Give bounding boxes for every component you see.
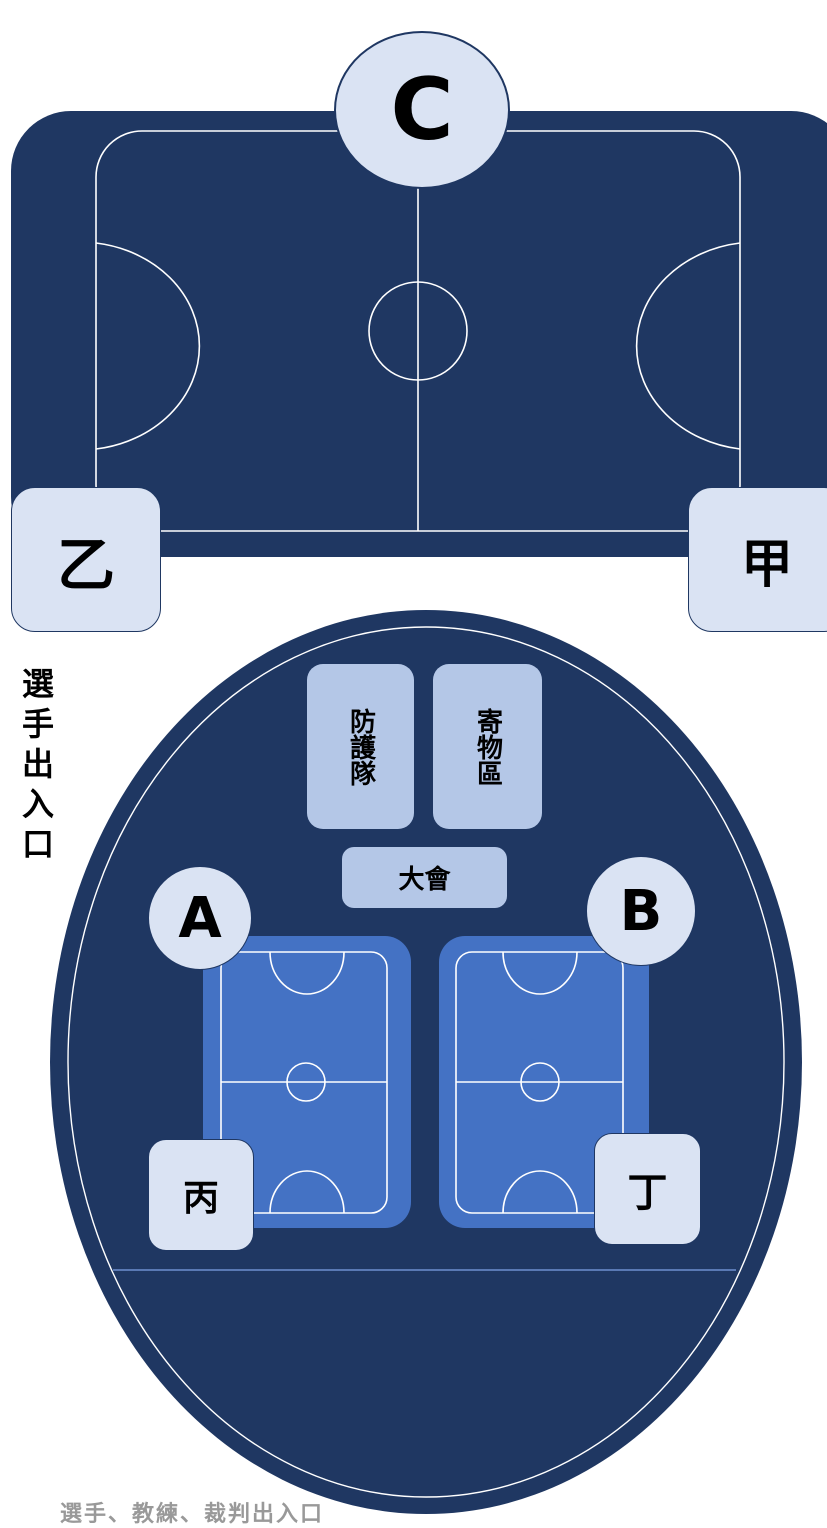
court-a-top-arc	[269, 951, 345, 995]
court-a-lines	[220, 951, 388, 1214]
court-b-top-arc	[502, 951, 578, 995]
zone-jia[interactable]: 甲	[688, 487, 827, 632]
oval-hall-inner-line	[67, 626, 785, 1498]
court-b-bottom-arc	[502, 1170, 578, 1214]
storage-label: 寄物區	[472, 707, 503, 786]
court-a-label[interactable]: A	[148, 866, 252, 970]
court-a-center-circle	[286, 1062, 326, 1102]
main-court-right-arc	[635, 242, 741, 450]
court-a-bottom-arc	[269, 1170, 345, 1214]
court-b-label[interactable]: B	[586, 856, 696, 966]
court-c-label[interactable]: C	[334, 31, 510, 189]
footer-note: 選手、教練、裁判出入口	[60, 1502, 325, 1527]
organizer-label: 大會	[398, 865, 451, 895]
court-b-lines	[455, 951, 624, 1214]
player-entrance-label: 選手出入口	[21, 665, 54, 863]
medical-team-area[interactable]: 防護隊	[307, 664, 414, 829]
medical-team-label: 防護隊	[345, 707, 376, 786]
zone-ding[interactable]: 丁	[594, 1133, 701, 1245]
storage-area[interactable]: 寄物區	[433, 664, 542, 829]
main-court-left-arc	[95, 242, 201, 450]
main-court-center-circle	[368, 281, 468, 381]
zone-bing[interactable]: 丙	[148, 1139, 254, 1251]
organizer-desk[interactable]: 大會	[342, 847, 507, 908]
oval-hall	[50, 610, 802, 1514]
oval-hall-floor	[50, 610, 802, 1514]
zone-yi[interactable]: 乙	[11, 487, 161, 632]
court-b-center-circle	[520, 1062, 560, 1102]
